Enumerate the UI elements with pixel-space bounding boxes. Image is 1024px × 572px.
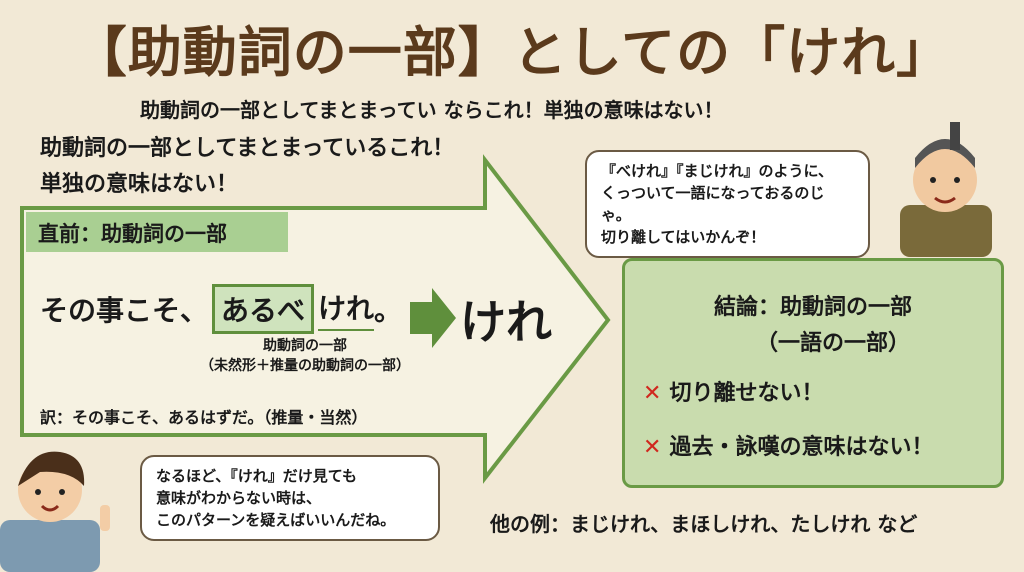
bubble-line: くっついて一語になっておるのじゃ。 [601,184,825,224]
conclusion-subtitle: （一語の一部） [755,331,910,356]
cross-icon: ✕ [643,381,662,406]
page-title: 【助動詞の一部】としての「けれ」 [72,21,952,84]
bubble-line: なるほど、『けれ』だけ見ても [156,467,358,485]
cross-icon: ✕ [643,435,662,460]
sentence-pre: その事こそ、 [40,294,209,327]
item-text: 切り離せない！ [669,381,824,406]
conclusion-item: ✕ 切り離せない！ [643,375,823,407]
student-speech-bubble: なるほど、『けれ』だけ見ても 意味がわからない時は、 このパターンを疑えばいいん… [140,455,440,541]
note-line: （未然形＋推量の助動詞の一部） [200,358,410,374]
other-examples: 他の例：まじけれ、まほしけれ、たしけれ など [490,512,918,536]
item-text: 過去・詠嘆の意味はない！ [669,435,934,460]
sentence-end: 。 [374,294,403,327]
bubble-line: 意味がわからない時は、 [156,489,322,507]
teacher-speech-bubble: 『べけれ』『まじけれ』のように、 くっついて一語になっておるのじゃ。 切り離して… [585,150,870,258]
example-sentence: その事こそ、 あるべ けれ 。 [40,284,402,334]
bubble-line: このパターンを疑えばいいんだね。 [156,511,396,529]
lead-line-2: 単独の意味はない！ [40,172,239,197]
small-arrow-icon [410,288,456,348]
bubble-line: 切り離してはいかんぞ！ [601,228,766,246]
conclusion-title: 結論：助動詞の一部 [713,295,912,320]
sentence-highlight: あるべ [212,284,315,334]
note-line: 助動詞の一部 [263,338,347,354]
result-word: けれ [460,295,552,349]
student-illustration [0,451,110,572]
sentence-underlined: けれ [318,287,375,331]
teacher-illustration [900,122,992,257]
translation: 訳：その事こそ、あるはずだ。（推量・当然） [40,408,368,427]
conclusion-item: ✕ 過去・詠嘆の意味はない！ [643,429,933,461]
grammar-note: 助動詞の一部 （未然形＋推量の助動詞の一部） [150,336,460,376]
lead-line-1: 助動詞の一部としてまとまっているこれ！ [40,136,455,161]
bubble-line: 『べけれ』『まじけれ』のように、 [601,162,834,180]
subtitle: 助動詞の一部としてまとまってい ならこれ！単独の意味はない！ [140,98,724,122]
preceding-label: 直前：助動詞の一部 [26,212,288,252]
conclusion-box: 結論：助動詞の一部 （一語の一部） ✕ 切り離せない！ ✕ 過去・詠嘆の意味はない！ [622,258,1004,488]
